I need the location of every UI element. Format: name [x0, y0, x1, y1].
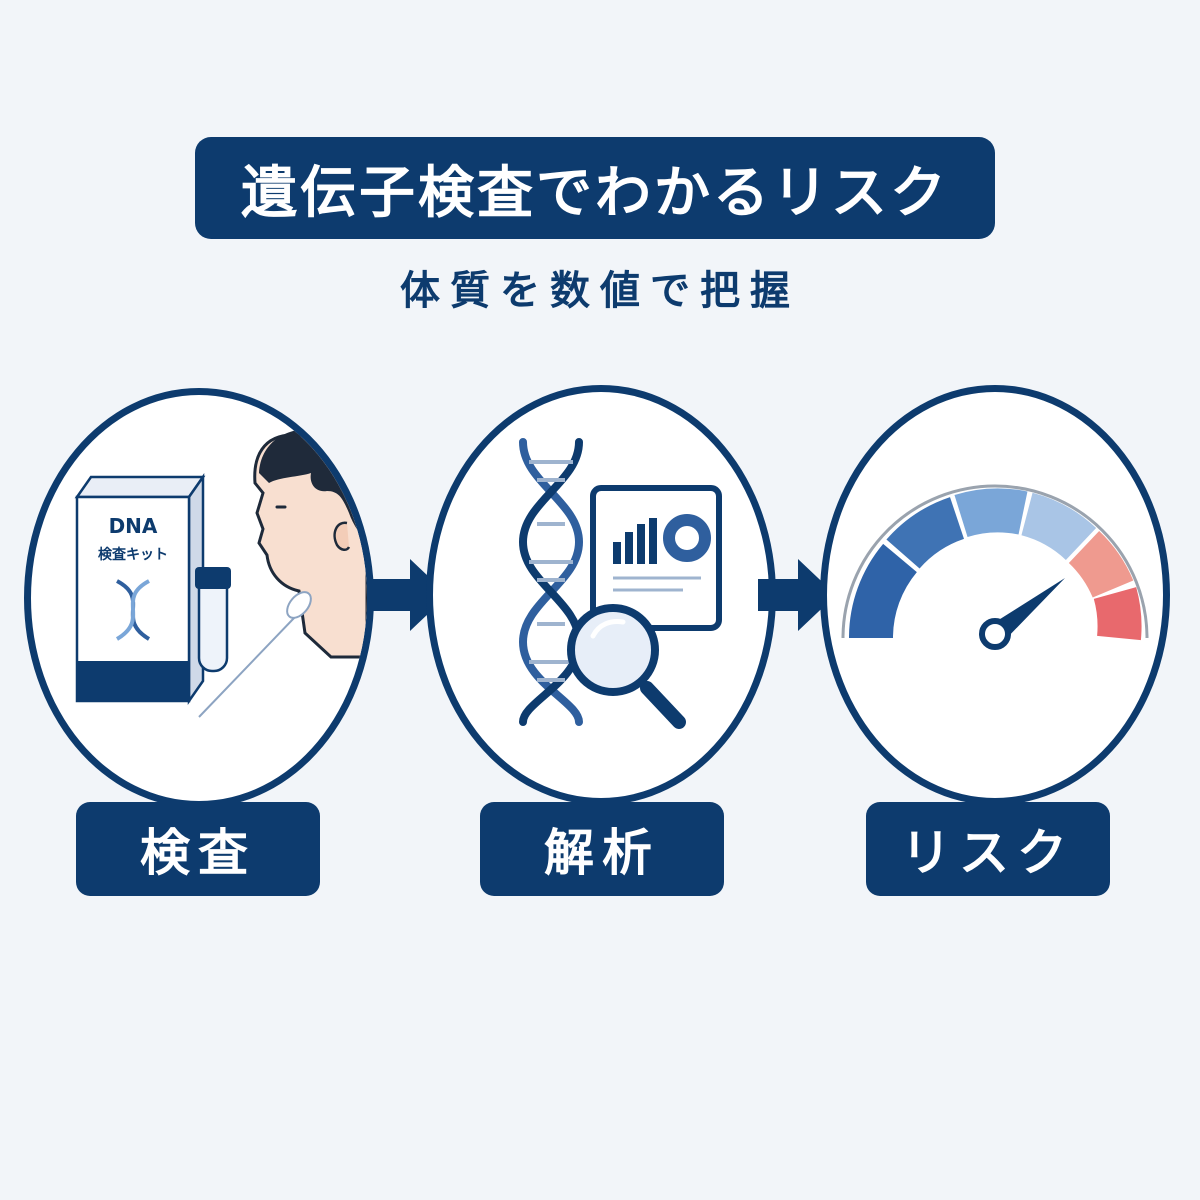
step-label-text: リスク	[901, 824, 1075, 882]
title-banner: 遺伝子検査でわかるリスク	[195, 137, 995, 239]
risk-gauge-icon	[841, 484, 1149, 641]
step-risk-circle	[820, 385, 1170, 805]
person-profile-icon	[253, 428, 367, 659]
step-label-test: 検査	[76, 802, 320, 896]
kit-label-test: 検査キット	[98, 546, 168, 563]
risk-illustration	[841, 484, 1149, 650]
step-test-circle: DNA 検査キット	[24, 388, 374, 808]
dna-helix-icon	[518, 438, 584, 726]
kit-label-dna: DNA	[109, 514, 158, 538]
test-illustration: DNA 検査キット	[74, 428, 367, 722]
analytics-screen-icon	[590, 485, 722, 631]
step-label-text: 解析	[544, 824, 660, 882]
sample-tube-icon	[195, 567, 231, 673]
page-title: 遺伝子検査でわかるリスク	[241, 160, 949, 226]
step-label-text: 検査	[140, 824, 256, 882]
step-label-risk: リスク	[866, 802, 1110, 896]
dna-kit-box-icon: DNA 検査キット	[74, 473, 206, 705]
page-subtitle: 体質を数値で把握	[400, 268, 800, 314]
gauge-needle-icon	[979, 578, 1065, 650]
step-analysis-circle	[426, 385, 776, 805]
cotton-swab-icon	[194, 591, 312, 722]
arrow-right-icon	[758, 559, 836, 631]
analysis-illustration	[518, 438, 722, 729]
magnifier-icon	[567, 604, 686, 729]
step-label-analysis: 解析	[480, 802, 724, 896]
